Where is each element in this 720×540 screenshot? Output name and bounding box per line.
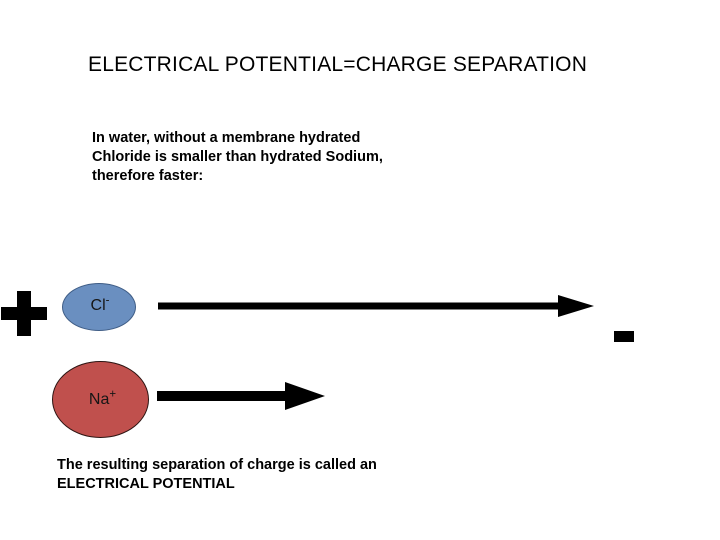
arrow-sodium-icon [157, 382, 325, 410]
page-title: ELECTRICAL POTENTIAL=CHARGE SEPARATION [88, 53, 588, 76]
charge-superscript-chloride: - [105, 294, 110, 307]
intro-paragraph: In water, without a membrane hydrated Ch… [92, 130, 383, 184]
ion-circle-chloride: Cl- [62, 283, 136, 331]
charge-superscript-sodium: + [109, 388, 117, 401]
plus-vertical-bar [17, 291, 31, 336]
plus-charge-icon [0, 286, 52, 340]
minus-charge-icon [614, 331, 634, 342]
ion-circle-sodium: Na+ [52, 361, 149, 438]
ion-label-sodium: Na+ [88, 388, 117, 408]
conclusion-paragraph: The resulting separation of charge is ca… [57, 457, 377, 492]
ion-label-chloride: Cl- [90, 294, 110, 314]
arrow-chloride-icon [158, 295, 594, 317]
